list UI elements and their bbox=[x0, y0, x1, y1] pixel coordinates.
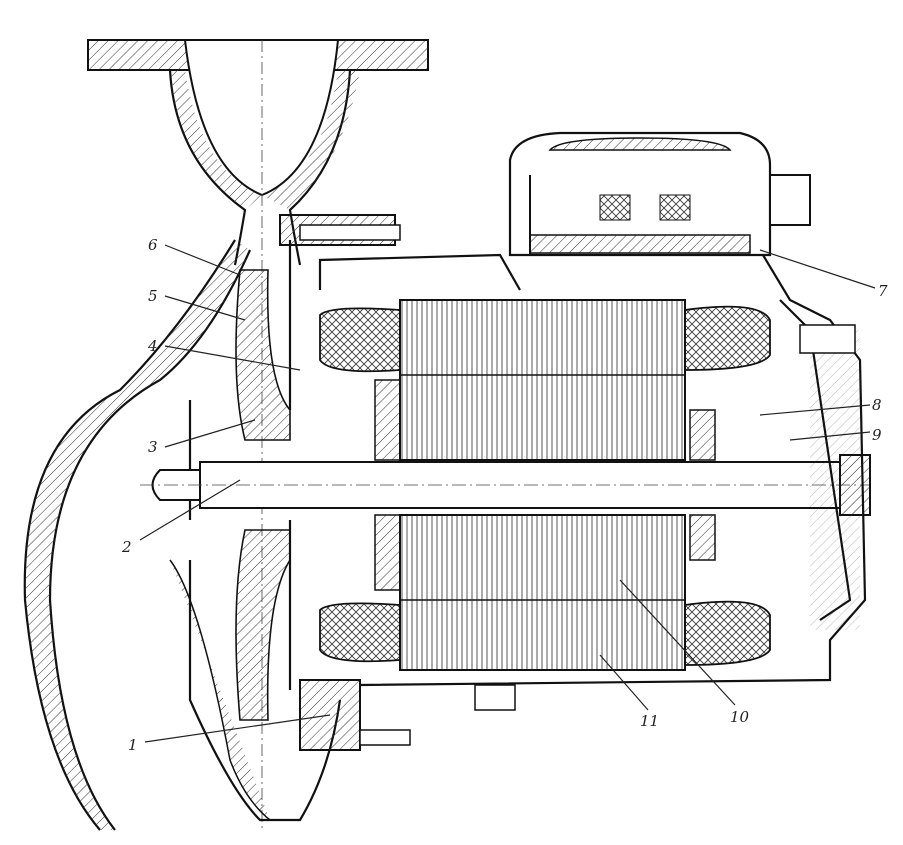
motor-housing bbox=[318, 249, 867, 687]
callout-10: 10 bbox=[730, 708, 750, 726]
stator-windings bbox=[319, 305, 771, 666]
stator-rotor bbox=[374, 299, 716, 671]
shaft bbox=[140, 454, 871, 516]
callout-3: 3 bbox=[148, 438, 158, 456]
callout-6: 6 bbox=[148, 236, 158, 254]
pump-casing bbox=[23, 214, 396, 831]
terminal-box bbox=[508, 131, 811, 257]
callout-4: 4 bbox=[147, 337, 158, 355]
callout-8: 8 bbox=[872, 396, 882, 414]
impeller bbox=[235, 269, 291, 721]
callout-2: 2 bbox=[121, 538, 132, 556]
bolts bbox=[299, 224, 856, 746]
callout-9: 9 bbox=[872, 426, 882, 444]
callout-1: 1 bbox=[128, 736, 138, 754]
callout-7: 7 bbox=[878, 282, 888, 300]
callout-5: 5 bbox=[148, 287, 158, 305]
leader-lines bbox=[139, 244, 876, 743]
callout-11: 11 bbox=[640, 712, 659, 730]
